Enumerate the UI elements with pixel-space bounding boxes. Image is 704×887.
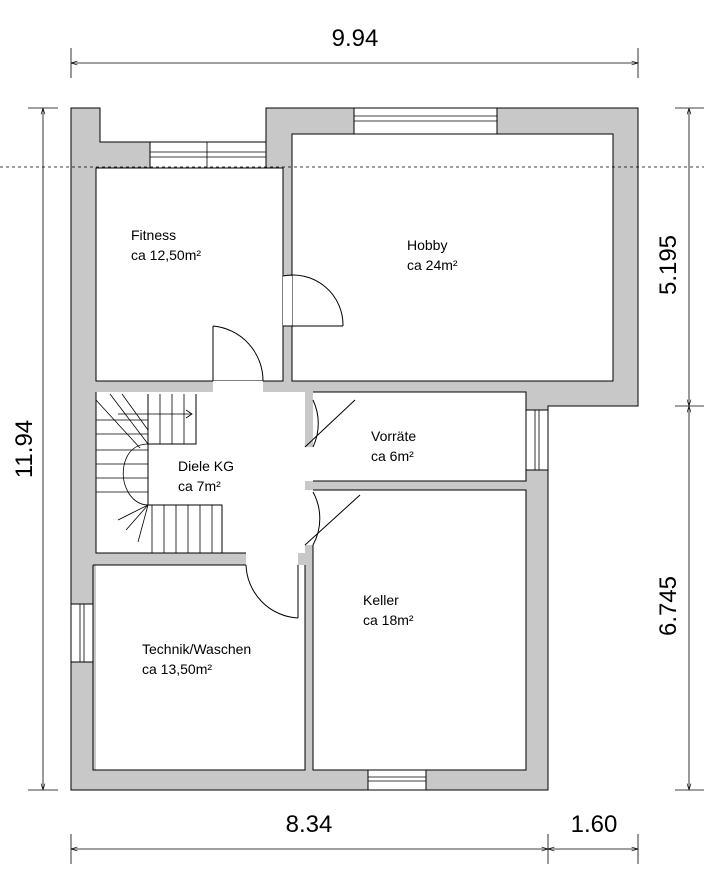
dim-left-height: 11.94	[11, 420, 38, 478]
walls	[71, 108, 638, 790]
dim-bottom-small: 1.60	[571, 811, 618, 838]
room-area-vorraete: ca 6m²	[371, 448, 414, 464]
dim-bottom-main: 8.34	[286, 811, 333, 838]
dim-right-lower: 6.745	[655, 576, 682, 636]
dimension-labels: 9.94 11.94 5.195 6.745 8.34 1.60	[11, 25, 682, 838]
wall-outlines	[70, 107, 639, 791]
room-name-technik: Technik/Waschen	[142, 641, 251, 657]
room-area-technik: ca 13,50m²	[142, 661, 212, 677]
dim-right-upper: 5.195	[655, 235, 682, 295]
room-name-hobby: Hobby	[407, 237, 447, 253]
room-labels: Fitness ca 12,50m² Hobby ca 24m² Vorräte…	[131, 227, 458, 677]
dimension-lines	[28, 48, 704, 864]
room-area-hobby: ca 24m²	[407, 257, 458, 273]
room-name-vorraete: Vorräte	[371, 428, 416, 444]
staircase	[95, 393, 223, 553]
room-name-diele: Diele KG	[178, 458, 234, 474]
windows	[70, 107, 549, 791]
doors	[212, 274, 361, 619]
dim-top-width: 9.94	[332, 25, 379, 52]
room-area-fitness: ca 12,50m²	[131, 247, 201, 263]
room-area-keller: ca 18m²	[363, 612, 414, 628]
room-area-diele: ca 7m²	[178, 478, 221, 494]
room-name-fitness: Fitness	[131, 227, 176, 243]
room-name-keller: Keller	[363, 592, 399, 608]
